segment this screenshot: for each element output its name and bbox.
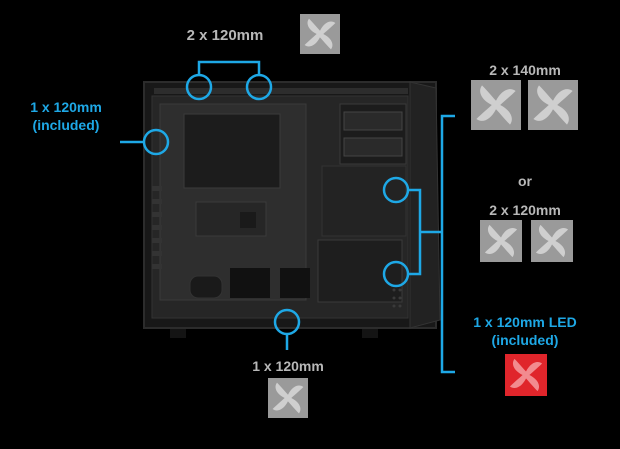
label-front-140: 2 x 140mm: [489, 62, 561, 78]
front-bezel: [410, 82, 440, 328]
case-foot-left: [170, 328, 186, 338]
fan-top-icon: [300, 14, 340, 54]
cable-hole: [240, 212, 256, 228]
label-led-fan: 1 x 120mm LED: [473, 314, 577, 330]
fan-140-icon-1: [471, 80, 521, 130]
drive-bay-1: [344, 112, 402, 130]
case-foot-right: [362, 328, 378, 338]
label-top-fans: 2 x 120mm: [187, 27, 264, 44]
bottom-vents: [230, 268, 310, 298]
top-vent: [154, 88, 408, 94]
led-fan-icon: [505, 354, 547, 396]
psu-area: [318, 240, 402, 302]
fan-120-icon-2: [531, 220, 573, 262]
label-led-included: (included): [492, 332, 559, 348]
cpu-cutout: [184, 114, 280, 188]
label-rear-fan: 1 x 120mm: [30, 99, 102, 115]
fan-bottom-icon: [268, 378, 308, 418]
top-bracket: [199, 62, 259, 75]
options-bracket: [442, 116, 455, 372]
label-front-120: 2 x 120mm: [489, 202, 561, 218]
drive-bay-2: [344, 138, 402, 156]
label-or: or: [518, 173, 533, 189]
fan-140-icon-2: [528, 80, 578, 130]
fan-120-icon-1: [480, 220, 522, 262]
grommet: [190, 276, 222, 298]
label-bottom-fan: 1 x 120mm: [252, 358, 324, 374]
label-rear-included: (included): [33, 117, 100, 133]
pc-case: [144, 82, 440, 338]
